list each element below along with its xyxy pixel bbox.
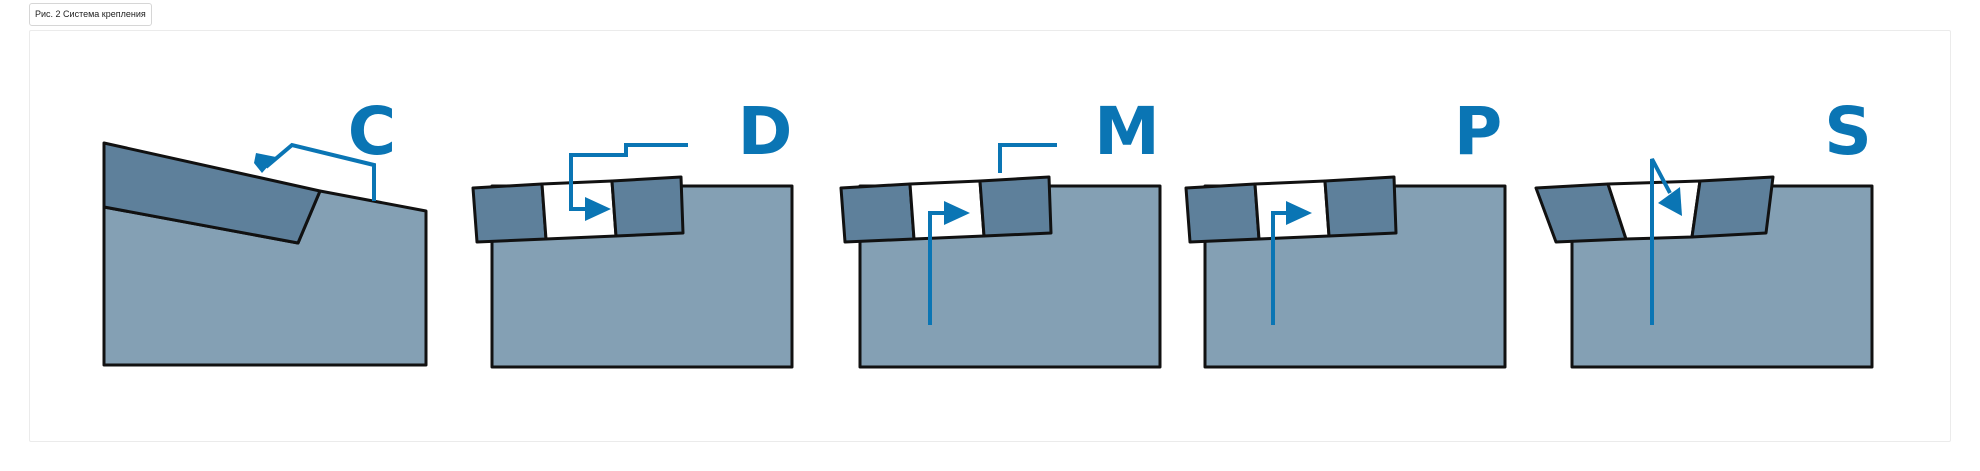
clamp-arrow (569, 143, 688, 211)
insert-right (610, 175, 685, 238)
system-letter: M (1094, 93, 1160, 170)
clamping-systems-diagram: C D M (102, 93, 1874, 369)
figure-caption: Рис. 2 Система крепления (29, 3, 152, 26)
system-letter: D (738, 93, 793, 170)
system-letter: C (348, 93, 396, 170)
insert-right (1323, 175, 1398, 238)
system-p: P (1184, 93, 1507, 369)
arrow-head (944, 201, 970, 225)
system-letter: P (1454, 93, 1502, 170)
clamp-arrow (1650, 158, 1672, 325)
figure-frame: C D M (29, 30, 1951, 442)
insert-right (978, 175, 1053, 238)
clamp-arrow-bottom (928, 211, 945, 325)
insert (102, 141, 322, 245)
insert-left (471, 182, 548, 244)
system-d: D (471, 93, 794, 369)
arrow-head (1286, 201, 1312, 225)
arrow-head (1658, 187, 1682, 216)
clamp-arrow-top (998, 143, 1057, 173)
arrow-head (254, 153, 276, 173)
arrow-head (585, 197, 611, 221)
system-c: C (102, 93, 428, 367)
insert-right (1690, 175, 1775, 239)
system-m: M (839, 93, 1162, 369)
clamp-arrow (1271, 211, 1287, 325)
system-letter: S (1824, 93, 1872, 170)
system-s: S (1534, 93, 1874, 369)
insert-left (839, 182, 916, 244)
insert-left (1184, 182, 1261, 244)
clamp-arrow (264, 142, 376, 201)
